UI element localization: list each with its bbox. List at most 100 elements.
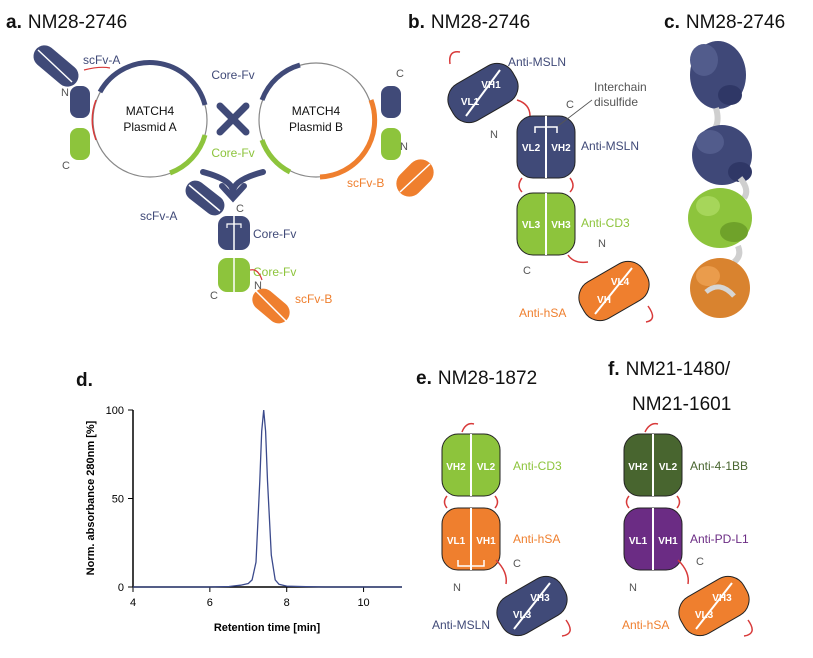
- svg-text:Anti-MSLN: Anti-MSLN: [432, 618, 490, 632]
- svg-text:VH: VH: [597, 295, 611, 306]
- anti-msln-scfv: VH3 VL3 Anti-MSLN: [432, 575, 571, 637]
- svg-text:VL2: VL2: [477, 462, 496, 473]
- merge-arrow-icon: [200, 169, 266, 203]
- plasmid-b-label-2: Plasmid B: [289, 120, 343, 134]
- svg-text:Anti-CD3: Anti-CD3: [581, 216, 630, 230]
- plasmid-b: MATCH4 Plasmid B: [258, 62, 378, 180]
- svg-text:VH3: VH3: [551, 220, 571, 231]
- chromatogram-chart: Norm. absorbance 280nm [%] Retention tim…: [85, 405, 402, 634]
- panel-a: a.NM28-2746 MATCH4 Plasmid A MATCH4 Plas…: [6, 12, 434, 324]
- svg-text:scFv-A: scFv-A: [83, 53, 120, 67]
- linker-b-1: [518, 177, 523, 193]
- svg-text:Anti-hSA: Anti-hSA: [513, 532, 560, 546]
- svg-text:VL3: VL3: [513, 610, 532, 621]
- term-c-a: C: [62, 160, 70, 172]
- svg-text:N: N: [61, 87, 69, 99]
- svg-text:VL1: VL1: [447, 536, 466, 547]
- x-tick-label: 6: [207, 597, 213, 609]
- svg-text:Anti-4-1BB: Anti-4-1BB: [690, 459, 748, 473]
- core-fv-label-green: Core-Fv: [211, 146, 254, 160]
- cross-icon: [216, 102, 250, 136]
- panel-c: c.NM28-2746: [664, 12, 785, 318]
- panel-d-title: d.: [76, 370, 93, 391]
- svg-text:VH1: VH1: [481, 80, 501, 91]
- term-c-b: C: [396, 68, 404, 80]
- anti-hsa-scfv-f: VH3 VL3 Anti-hSA: [622, 575, 753, 637]
- svg-text:VL1: VL1: [629, 536, 648, 547]
- svg-text:scFv-A: scFv-A: [140, 209, 177, 223]
- anti-hsa-scfv: VL4 VH N Anti-hSA: [519, 238, 654, 323]
- plasmid-b-label-1: MATCH4: [292, 104, 341, 118]
- svg-text:VH2: VH2: [551, 143, 571, 154]
- svg-text:N: N: [629, 582, 637, 594]
- svg-text:VH3: VH3: [712, 593, 732, 604]
- svg-text:disulfide: disulfide: [594, 95, 638, 109]
- svg-text:C: C: [523, 265, 531, 277]
- assembled-molecule: scFv-A Core-Fv Core-Fv scFv-B C N C: [140, 180, 332, 324]
- linker-b-2: [569, 177, 574, 193]
- core-half-navy-left: [70, 86, 90, 118]
- y-axis-label: Norm. absorbance 280nm [%]: [85, 420, 97, 575]
- anti-msln-core: VL2 VH2 Anti-MSLN C Interchain disulfide: [516, 80, 647, 179]
- svg-text:Anti-MSLN: Anti-MSLN: [508, 55, 566, 69]
- panel-e: e.NM28-1872 VH2 VL2 Anti-CD3 VL1 VH1 Ant…: [416, 368, 571, 637]
- svg-text:VL1: VL1: [461, 97, 480, 108]
- svg-text:Anti-MSLN: Anti-MSLN: [581, 139, 639, 153]
- panel-c-title: c.NM28-2746: [664, 12, 785, 33]
- x-tick-label: 10: [357, 597, 369, 609]
- panel-f-title-1: f.NM21-1480/: [608, 359, 731, 380]
- panel-a-title: a.NM28-2746: [6, 12, 127, 33]
- svg-text:Core-Fv: Core-Fv: [253, 265, 296, 279]
- y-tick-label: 50: [112, 494, 124, 506]
- svg-text:C: C: [696, 556, 704, 568]
- svg-text:VH2: VH2: [628, 462, 648, 473]
- x-tick-label: 8: [284, 597, 290, 609]
- surface-model-image: [688, 41, 752, 318]
- svg-text:N: N: [254, 280, 262, 292]
- chromatogram-line: [133, 409, 402, 588]
- svg-text:C: C: [513, 558, 521, 570]
- svg-text:Anti-PD-L1: Anti-PD-L1: [690, 532, 749, 546]
- plasmid-a: MATCH4 Plasmid A: [91, 60, 208, 178]
- anti-cd3-core: VL3 VH3 Anti-CD3 C: [516, 192, 630, 277]
- svg-text:N: N: [598, 238, 606, 250]
- anti-hsa-fv: VL1 VH1 Anti-hSA N C: [441, 507, 560, 594]
- svg-text:Interchain: Interchain: [594, 80, 647, 94]
- anti-cd3-fv: VH2 VL2 Anti-CD3: [441, 433, 562, 497]
- svg-text:C: C: [236, 203, 244, 215]
- svg-text:VH1: VH1: [658, 536, 678, 547]
- panel-b: b.NM28-2746 VH1 VL1 Anti-MSLN N VL2 VH2 …: [408, 12, 654, 323]
- core-half-green-right: [381, 128, 401, 160]
- plasmid-a-label-1: MATCH4: [126, 104, 175, 118]
- y-tick-label: 100: [106, 405, 124, 417]
- svg-text:Anti-CD3: Anti-CD3: [513, 459, 562, 473]
- svg-text:N: N: [490, 129, 498, 141]
- svg-text:VL3: VL3: [695, 610, 714, 621]
- svg-text:VL3: VL3: [522, 220, 541, 231]
- svg-text:VL2: VL2: [659, 462, 678, 473]
- svg-text:Anti-hSA: Anti-hSA: [519, 306, 566, 320]
- panel-d: d. Norm. absorbance 280nm [%] Retention …: [76, 370, 402, 634]
- anti-msln-scfv-top: VH1 VL1 Anti-MSLN N: [447, 51, 566, 141]
- svg-text:VH1: VH1: [476, 536, 496, 547]
- svg-text:N: N: [400, 141, 408, 153]
- svg-text:scFv-B: scFv-B: [295, 292, 332, 306]
- x-axis-label: Retention time [min]: [214, 622, 321, 634]
- scfv-a-top: scFv-A N: [33, 45, 120, 99]
- svg-text:N: N: [453, 582, 461, 594]
- y-tick-label: 0: [118, 582, 124, 594]
- scfv-b-right: scFv-B N: [347, 141, 434, 197]
- svg-text:C: C: [566, 99, 574, 111]
- core-fv-label-top: Core-Fv: [211, 68, 254, 82]
- panel-b-title: b.NM28-2746: [408, 12, 530, 33]
- svg-text:scFv-B: scFv-B: [347, 176, 384, 190]
- svg-text:VL4: VL4: [611, 277, 630, 288]
- panel-f-title-2: NM21-1601: [632, 394, 731, 415]
- svg-text:Core-Fv: Core-Fv: [253, 227, 296, 241]
- x-tick-label: 4: [130, 597, 136, 609]
- svg-text:Anti-hSA: Anti-hSA: [622, 618, 669, 632]
- anti-41bb-fv: VH2 VL2 Anti-4-1BB: [623, 433, 748, 497]
- svg-text:C: C: [210, 290, 218, 302]
- panel-e-title: e.NM28-1872: [416, 368, 537, 389]
- core-half-green-left: [70, 128, 90, 160]
